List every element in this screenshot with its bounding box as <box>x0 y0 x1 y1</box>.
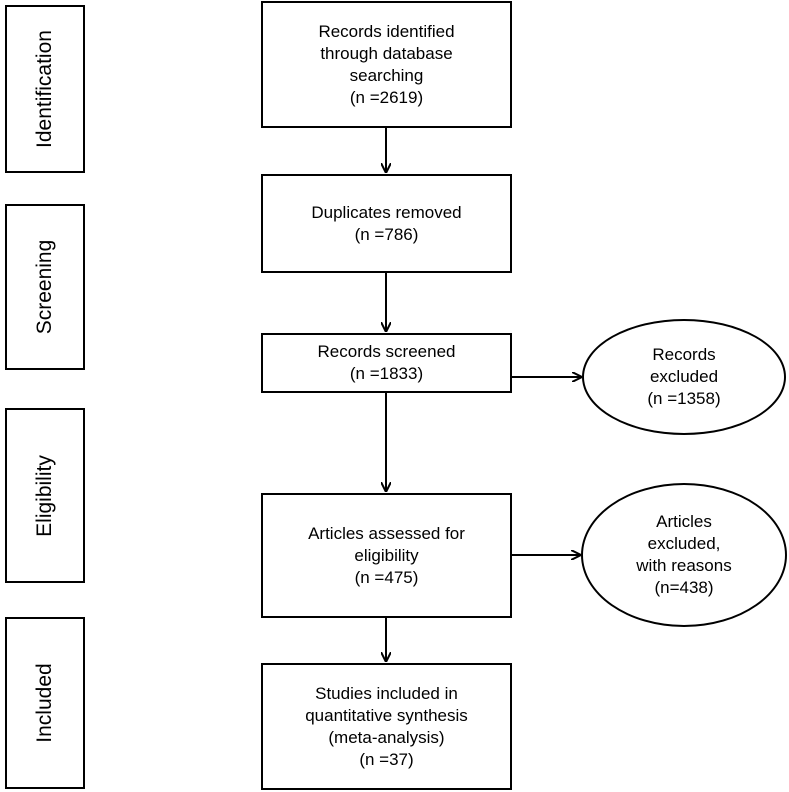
stage-label: Included <box>33 663 56 743</box>
box-text-line: (n =2619) <box>349 87 424 107</box>
box-text-line: (meta-analysis) <box>328 727 445 747</box>
ellipse-text-line: excluded, <box>647 534 721 553</box>
stage-label: Identification <box>33 30 56 148</box>
box-records-screened: Records screened (n =1833) <box>261 333 512 393</box>
stage-identification: Identification <box>5 5 85 173</box>
ellipse-text-line: Articles <box>656 512 712 531</box>
box-text-line: Records identified <box>318 21 455 41</box>
stage-screening: Screening <box>5 204 85 370</box>
box-text-line: Articles assessed for <box>308 523 465 543</box>
stage-included: Included <box>5 617 85 789</box>
box-text-line: Records screened <box>317 342 456 361</box>
ellipse-text-line: (n =1358) <box>647 389 721 408</box>
box-records-identified: Records identified through database sear… <box>261 1 512 128</box>
ellipse-records-excluded: Records excluded (n =1358) <box>582 319 786 435</box>
stage-label: Screening <box>33 239 56 335</box>
ellipse-text-line: with reasons <box>636 556 732 575</box>
stage-label: Eligibility <box>33 454 56 537</box>
box-text-line: eligibility <box>354 545 419 565</box>
box-duplicates-removed: Duplicates removed (n =786) <box>261 174 512 273</box>
ellipse-articles-excluded: Articles excluded, with reasons (n=438) <box>581 483 787 627</box>
box-text-line: Studies included in <box>315 683 458 703</box>
ellipse-text-line: Records <box>652 345 716 364</box>
box-text-line: (n =475) <box>354 567 419 587</box>
ellipse-text-line: excluded <box>649 367 719 386</box>
box-text-line: Duplicates removed <box>311 202 462 222</box>
box-text-line: through database <box>320 43 453 63</box>
box-text-line: (n =37) <box>359 749 414 769</box>
box-studies-included: Studies included in quantitative synthes… <box>261 663 512 790</box>
box-text-line: searching <box>349 65 424 85</box>
stage-eligibility: Eligibility <box>5 408 85 583</box>
box-text-line: (n =786) <box>354 224 419 244</box>
box-text-line: (n =1833) <box>349 364 424 383</box>
box-articles-assessed: Articles assessed for eligibility (n =47… <box>261 493 512 618</box>
box-text-line: quantitative synthesis <box>305 705 468 725</box>
ellipse-text-line: (n=438) <box>654 578 714 597</box>
